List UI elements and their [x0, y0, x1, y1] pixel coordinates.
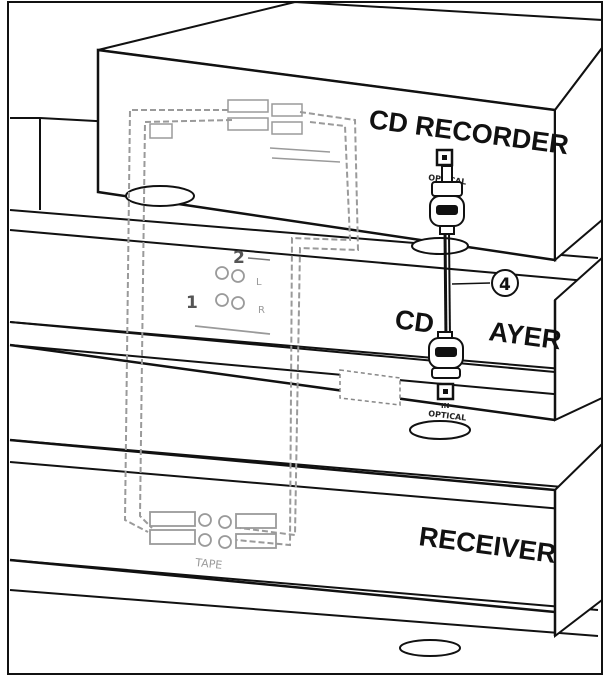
- jack-r-right: [231, 296, 245, 310]
- cd-player-label-left: CD: [393, 304, 436, 339]
- receiver-foot: [399, 639, 461, 657]
- jack-label-l: L: [256, 277, 262, 288]
- cd-recorder-side: [554, 45, 603, 263]
- cd-recorder-foot-left: [125, 185, 195, 207]
- cd-player-in-label: IN: [441, 402, 450, 410]
- receiver-tape-jacks: [149, 511, 277, 549]
- cd-player-foot: [409, 420, 471, 440]
- cd-player-display: [339, 369, 401, 406]
- optical-plug-upper: [429, 165, 465, 235]
- jack-label-r: R: [258, 305, 265, 316]
- optical-cable: [428, 165, 491, 379]
- analog-cable: [123, 109, 360, 547]
- optical-plug-lower: [428, 331, 464, 379]
- cd-player-top-edge: [9, 321, 556, 373]
- step-4-callout: 4: [499, 275, 511, 295]
- jack-r-left: [215, 293, 229, 307]
- receiver-unit: RECEIVER TAPE: [9, 438, 603, 657]
- cd-recorder-analog-jacks: [149, 99, 341, 163]
- step-4-callout-circle: [491, 269, 519, 297]
- jack-l-left: [215, 266, 229, 280]
- step-2-callout: 2: [233, 248, 245, 268]
- step-1-callout: 1: [186, 293, 198, 313]
- cd-player-unit: CD AYER IN OPTICAL: [9, 255, 603, 440]
- receiver-tape-label: TAPE: [194, 556, 223, 572]
- cd-player-analog-jacks: [194, 266, 271, 335]
- cd-recorder-foot-right: [411, 237, 469, 255]
- jack-l-right: [231, 269, 245, 283]
